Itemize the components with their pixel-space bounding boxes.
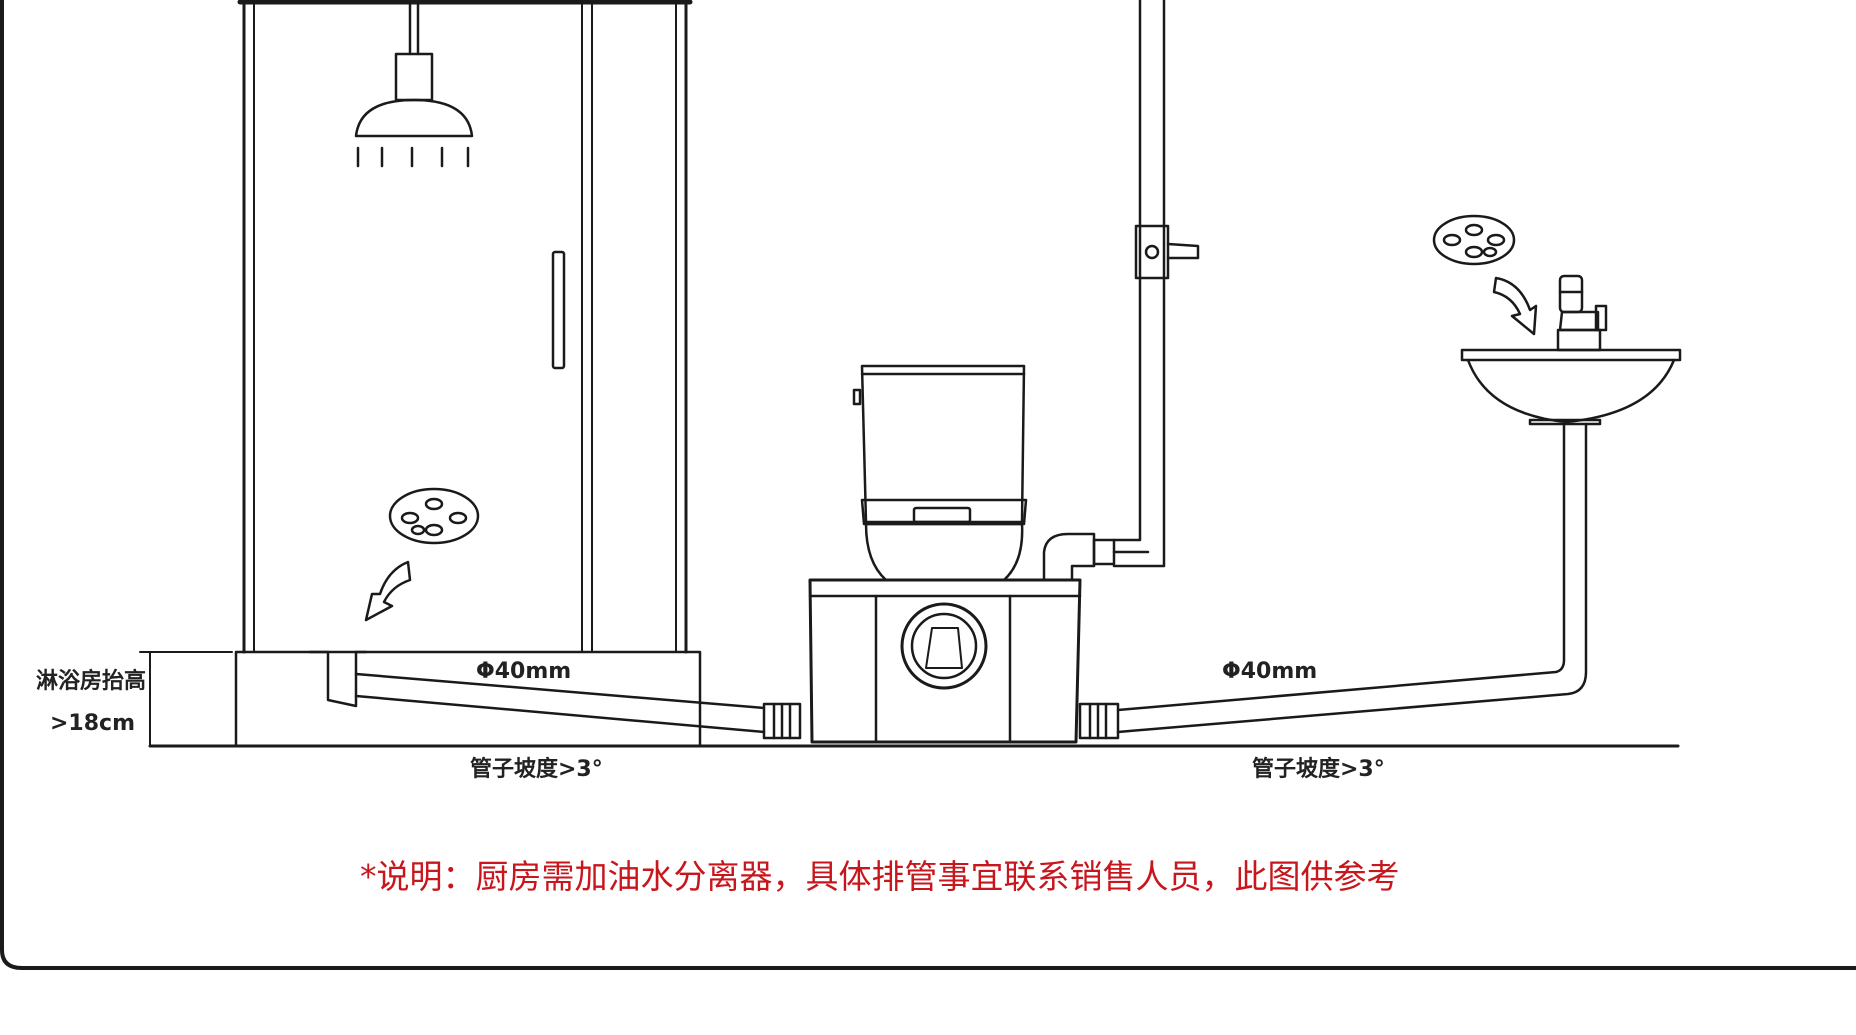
curved-arrow-sink-icon [1492,276,1538,336]
valve-icon [1134,224,1170,280]
drain-pipe-right [1116,422,1588,734]
slope-right-label: 管子坡度>3° [1252,756,1385,782]
discharge-pipe [1042,0,1200,582]
floor-drain-strainer-icon [388,487,480,545]
drain-pipe-left [354,672,802,740]
toilet [852,364,1028,582]
shower-raise-label: 淋浴房抬高 [36,668,146,694]
lift-pump-unit [808,578,1082,744]
slope-left-label: 管子坡度>3° [470,756,603,782]
footnote: *说明：厨房需加油水分离器，具体排管事宜联系销售人员，此图供参考 [360,857,1400,896]
pipe-diameter-right-label: Φ40mm [1222,659,1317,684]
shower-head-icon [354,0,474,168]
wash-basin [1460,348,1682,426]
door-handle [551,250,566,370]
shower-enclosure [237,0,693,654]
pipe-diameter-left-label: Φ40mm [476,659,571,684]
outer-frame [0,0,1856,970]
pump-connector-right [1078,702,1120,740]
height-dimension [139,651,233,747]
curved-arrow-icon [364,560,412,622]
raised-shower-base [234,650,702,748]
faucet-icon [1556,274,1608,352]
sink-strainer-icon [1432,214,1516,266]
shower-raise-value: >18cm [50,711,135,736]
